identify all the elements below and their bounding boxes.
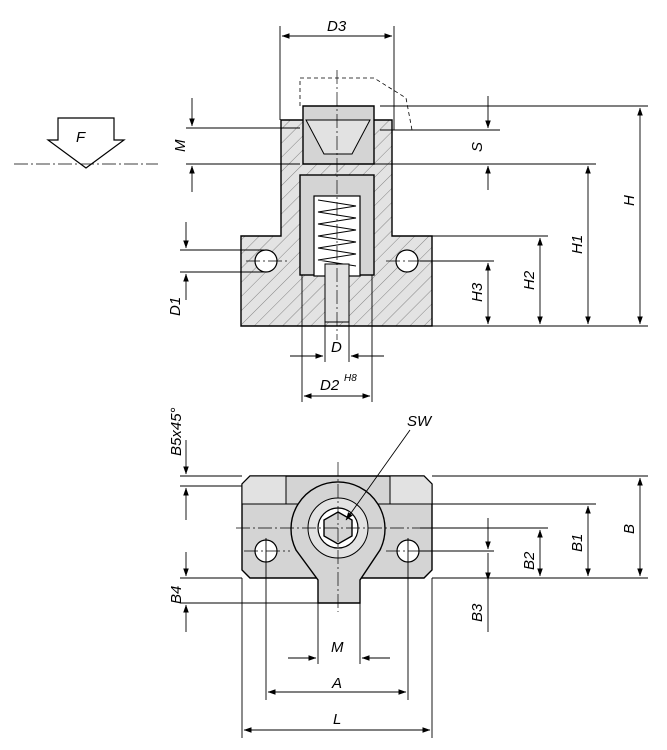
force-arrow: F <box>14 117 158 169</box>
label-d2-tolerance: H8 <box>344 373 357 384</box>
label-b1: B1 <box>569 534 586 552</box>
label-h2: H2 <box>521 270 538 290</box>
label-h: H <box>621 195 638 206</box>
label-b2: B2 <box>521 551 538 570</box>
label-b4: B4 <box>168 586 185 604</box>
label-b5: B5x45° <box>168 407 185 456</box>
label-b3: B3 <box>469 603 486 622</box>
label-d2: D2 <box>320 377 340 394</box>
plan-view: SW B5x45° B4 B3 B2 B1 B M <box>168 407 648 738</box>
label-s: S <box>469 142 486 152</box>
label-d: D <box>331 339 342 356</box>
label-b: B <box>621 524 638 534</box>
label-f: F <box>76 129 86 146</box>
label-h3: H3 <box>469 282 486 302</box>
label-h1: H1 <box>569 235 586 254</box>
label-d3: D3 <box>327 18 347 35</box>
label-d1: D1 <box>167 297 184 316</box>
label-sw: SW <box>407 413 433 430</box>
section-view: F D3 M <box>14 18 648 402</box>
label-m-top: M <box>172 139 189 152</box>
label-m-bottom: M <box>331 639 344 656</box>
label-a: A <box>331 675 342 692</box>
label-l: L <box>333 711 341 728</box>
